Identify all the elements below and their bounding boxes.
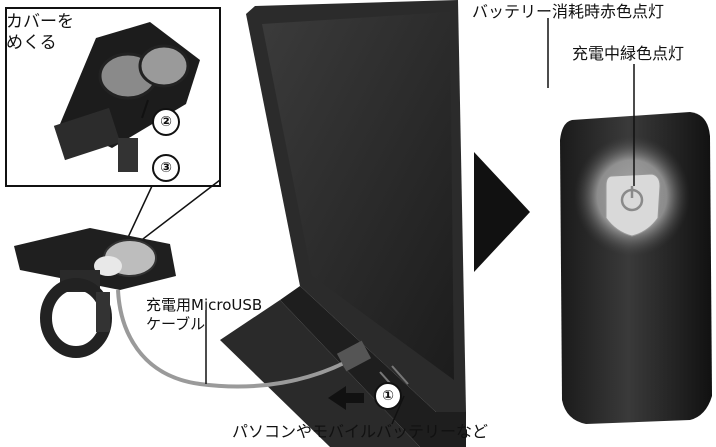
power-button-icon	[620, 186, 644, 212]
indicator-red-label: バッテリー消耗時赤色点灯	[472, 2, 665, 21]
step-1-badge: ①	[374, 382, 402, 410]
push-arrow-icon	[328, 386, 364, 410]
bike-lamp	[14, 228, 176, 358]
step-2-badge: ②	[152, 108, 180, 136]
usb-plug	[336, 340, 372, 372]
charging-device	[560, 112, 712, 424]
cover-label-line2: めくる	[6, 33, 57, 53]
source-label: パソコンやモバイルバッテリーなど	[232, 422, 489, 441]
cover-label-line1: カバーを	[6, 12, 74, 32]
lamp-closeup	[53, 22, 200, 172]
step-3-badge: ③	[152, 154, 180, 182]
indicator-green-label: 充電中緑色点灯	[572, 44, 685, 63]
arrow-right-icon	[474, 152, 530, 272]
cover-label: カバーを めくる	[6, 12, 86, 54]
usb-cable	[116, 289, 347, 389]
cable-label-line1: 充電用MicroUSB	[146, 296, 263, 314]
cable-label-line2: ケーブル	[146, 315, 206, 333]
laptop	[220, 0, 466, 447]
cable-label: 充電用MicroUSB ケーブル	[146, 296, 306, 334]
